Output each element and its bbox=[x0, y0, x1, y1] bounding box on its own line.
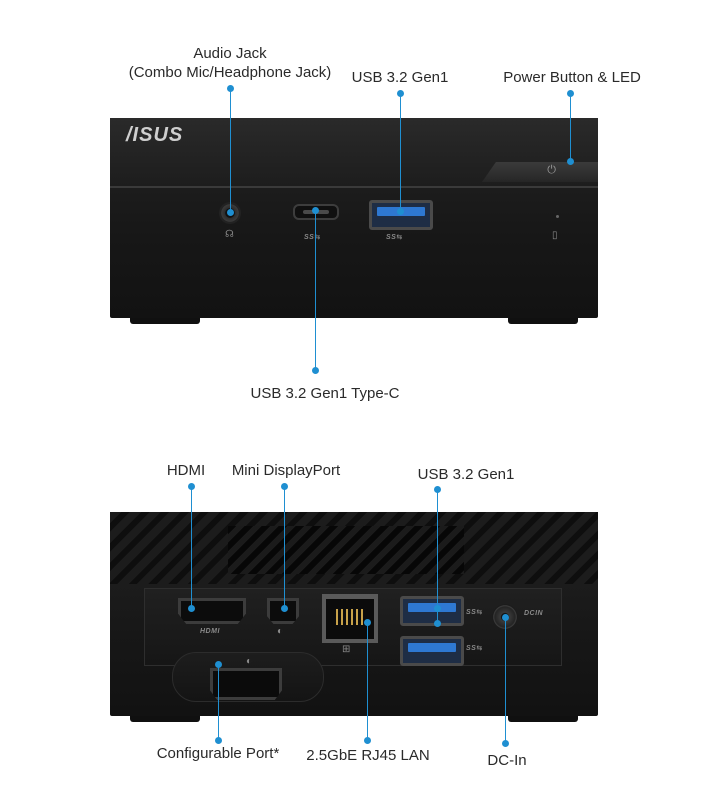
back-usb-a-top[interactable] bbox=[400, 596, 464, 626]
label-lan: 2.5GbE RJ45 LAN bbox=[306, 747, 430, 764]
label-hdmi: HDMI bbox=[166, 462, 206, 479]
leader-dot-audio-top bbox=[227, 85, 234, 92]
power-icon: ⏻ bbox=[547, 164, 556, 176]
leader-dot-dcin-top bbox=[502, 614, 509, 621]
front-foot-left bbox=[130, 318, 200, 324]
leader-dot-busb-top bbox=[434, 486, 441, 493]
displayport-icon: ◐ bbox=[277, 626, 284, 637]
leader-dot-hdmi-end bbox=[188, 605, 195, 612]
leader-dot-lan-top bbox=[364, 619, 371, 626]
back-foot-left bbox=[130, 716, 200, 722]
back-chassis: HDMI ◐ ⊞ SS⇆ SS⇆ DCIN ◐ bbox=[110, 512, 598, 722]
leader-power bbox=[570, 93, 571, 161]
headset-icon: ☊ bbox=[225, 229, 234, 240]
leader-hdmi bbox=[191, 486, 192, 608]
label-mini-dp: Mini DisplayPort bbox=[231, 462, 341, 479]
label-audio-jack-line1: Audio Jack bbox=[193, 45, 267, 62]
usb-c-ss-caption: SS⇆ bbox=[304, 234, 321, 241]
leader-dot-busb-end bbox=[434, 620, 441, 627]
leader-usb-c bbox=[315, 210, 316, 370]
leader-dot-usb-a-top bbox=[397, 90, 404, 97]
vent-cutout bbox=[228, 526, 464, 574]
leader-back-usb-a bbox=[437, 489, 438, 623]
leader-dot-config-top bbox=[215, 661, 222, 668]
hdd-led-icon: ▯ bbox=[552, 230, 558, 241]
leader-dot-busb-mid bbox=[434, 605, 441, 612]
front-foot-right bbox=[508, 318, 578, 324]
hdmi-caption: HDMI bbox=[200, 628, 220, 635]
leader-dot-usb-a-end bbox=[397, 208, 404, 215]
front-usb-a-port[interactable] bbox=[369, 200, 433, 230]
leader-lan bbox=[367, 622, 368, 740]
leader-dcin bbox=[505, 617, 506, 743]
configurable-port-icon: ◐ bbox=[246, 656, 253, 667]
leader-dot-usb-c-top bbox=[312, 207, 319, 214]
leader-dot-mdp-top bbox=[281, 483, 288, 490]
leader-dot-power-end bbox=[567, 158, 574, 165]
leader-dot-dcin-end bbox=[502, 740, 509, 747]
label-back-usb-a: USB 3.2 Gen1 bbox=[417, 466, 515, 483]
brand-logo: /ISUS bbox=[126, 124, 184, 146]
label-power-button: Power Button & LED bbox=[503, 69, 641, 86]
configurable-port[interactable] bbox=[210, 668, 282, 700]
back-usb-top-caption: SS⇆ bbox=[466, 609, 483, 616]
leader-dot-config-end bbox=[215, 737, 222, 744]
leader-dot-power-top bbox=[567, 90, 574, 97]
label-usb-c: USB 3.2 Gen1 Type-C bbox=[250, 385, 400, 402]
rj45-lan-port[interactable] bbox=[322, 594, 378, 643]
leader-configurable bbox=[218, 664, 219, 740]
leader-audio-jack bbox=[230, 88, 231, 212]
leader-dot-audio-end bbox=[227, 209, 234, 216]
network-icon: ⊞ bbox=[342, 644, 351, 655]
leader-dot-hdmi-top bbox=[188, 483, 195, 490]
back-usb-a-bottom[interactable] bbox=[400, 636, 464, 666]
label-dcin: DC-In bbox=[487, 752, 527, 769]
label-configurable: Configurable Port* bbox=[156, 745, 280, 762]
leader-dot-mdp-end bbox=[281, 605, 288, 612]
back-usb-bottom-caption: SS⇆ bbox=[466, 645, 483, 652]
leader-dot-usb-c-end bbox=[312, 367, 319, 374]
leader-front-usb-a bbox=[400, 93, 401, 211]
leader-mini-dp bbox=[284, 486, 285, 608]
leader-dot-lan-end bbox=[364, 737, 371, 744]
power-led bbox=[556, 215, 559, 218]
power-button[interactable]: ⏻ bbox=[482, 162, 598, 182]
back-foot-right bbox=[508, 716, 578, 722]
label-front-usb-a: USB 3.2 Gen1 bbox=[351, 69, 449, 86]
label-audio-jack-line2: (Combo Mic/Headphone Jack) bbox=[128, 64, 332, 81]
usb-a-ss-caption: SS⇆ bbox=[386, 234, 403, 241]
label-audio-jack: Audio Jack (Combo Mic/Headphone Jack) bbox=[129, 44, 332, 82]
dcin-caption: DCIN bbox=[524, 610, 544, 617]
front-chassis: /ISUS ⏻ ▯ ☊ SS⇆ SS⇆ bbox=[110, 118, 598, 324]
front-seam bbox=[110, 186, 598, 188]
